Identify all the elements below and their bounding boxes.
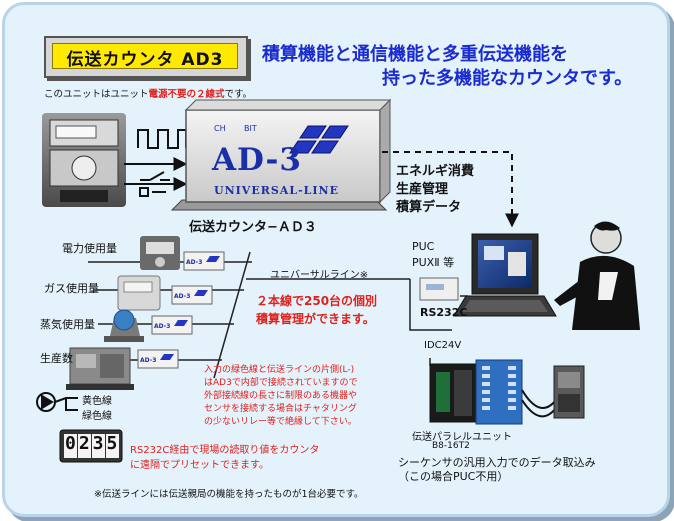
function-production: 生産管理 bbox=[396, 182, 449, 197]
parallel-unit-name: 伝送パラレルユニット bbox=[412, 432, 512, 443]
lamp-symbol-icon bbox=[36, 392, 78, 412]
parallel-unit-paren: （この場合PUC不用） bbox=[398, 470, 509, 483]
input-electricity: 電力使用量 bbox=[62, 242, 117, 255]
operator-image bbox=[554, 221, 640, 330]
title-badge-text: 伝送カウンタ AD3 bbox=[66, 50, 224, 70]
power-meter-image bbox=[140, 236, 180, 270]
gas-meter-image bbox=[117, 275, 161, 311]
function-energy: エネルギ消費 bbox=[396, 164, 475, 179]
plc-sequencer-image bbox=[429, 363, 477, 423]
universal-line-label: ユニバーサルライン※ bbox=[270, 270, 369, 281]
headline-line1: 積算機能と通信機能と多重伝送機能を bbox=[262, 44, 568, 65]
laptop-image bbox=[453, 233, 557, 317]
sequencer-module-image bbox=[553, 365, 585, 419]
red-note-2-line4: センサを接続する場合はチャタリング bbox=[204, 404, 357, 414]
input-gas: ガス使用量 bbox=[44, 282, 99, 295]
dc24v-label: ⅠDC24V bbox=[424, 340, 462, 351]
digital-counter-image bbox=[59, 429, 123, 463]
subnote-post: です。 bbox=[224, 89, 253, 100]
contact-switch-icon bbox=[139, 171, 170, 197]
red-note-2-line2: はAD3で内部で接続されていますので bbox=[204, 378, 358, 388]
red-note-2-line1: 入力の緑色線と伝送ラインの片側(L-) bbox=[204, 365, 355, 375]
red-note-3-line2: に遠隔でプリセットできます。 bbox=[130, 460, 269, 471]
red-note-1-line1: ２本線で250台の個別 bbox=[256, 294, 378, 308]
parallel-unit-model: B8-16T2 bbox=[432, 441, 470, 451]
pc-label-puc: PUC bbox=[412, 240, 435, 253]
device-series-text: UNIVERSAL-LINE bbox=[214, 184, 339, 197]
counter-digits: 0235 bbox=[65, 433, 121, 454]
mini-device-label-4: AD-3 bbox=[140, 357, 157, 364]
input-production-count: 生産数 bbox=[40, 352, 73, 365]
lamp-wire-yellow: 黄色線 bbox=[82, 396, 112, 407]
footnote: ※伝送ラインには伝送親局の機能を持ったものが1台必要です。 bbox=[94, 489, 364, 500]
function-data: 積算データ bbox=[396, 200, 462, 215]
mini-ad3-units bbox=[137, 251, 225, 369]
pulse-signal-icon bbox=[137, 129, 187, 149]
parallel-unit-image bbox=[475, 359, 557, 425]
production-machine-image bbox=[66, 347, 134, 390]
subnote-red: 電源不要の２線式 bbox=[148, 89, 225, 100]
lamp-wire-green: 緑色線 bbox=[82, 411, 112, 422]
pc-label-pux: PUXⅡ 等 bbox=[412, 256, 455, 269]
red-note-2-line3: 外部接続線の長さに制限のある機器や bbox=[204, 391, 358, 401]
watt-hour-meter-image bbox=[42, 113, 126, 207]
red-note-1-line2: 積算管理ができます。 bbox=[256, 312, 375, 326]
subnote-pre: このユニットはユニット bbox=[44, 89, 149, 100]
mini-device-label-2: AD-3 bbox=[174, 293, 191, 300]
subnote: このユニットはユニット電源不要の２線式です。 bbox=[44, 86, 252, 100]
device-model-text: AD-3 bbox=[212, 142, 302, 178]
title-badge: 伝送カウンタ AD3 bbox=[44, 36, 248, 78]
title-badge-inner: 伝送カウンタ AD3 bbox=[52, 43, 238, 70]
ad3-device-image bbox=[170, 98, 392, 211]
mini-device-label-3: AD-3 bbox=[154, 323, 171, 330]
mini-device-label-1: AD-3 bbox=[186, 259, 203, 266]
device-bit-label: BIT bbox=[244, 124, 257, 133]
device-caption: 伝送カウンタ−ＡＤ３ bbox=[189, 220, 317, 235]
red-note-2-line5: の少ないリレー等で絶縁して下さい。 bbox=[204, 417, 357, 427]
steam-meter-image bbox=[104, 309, 144, 342]
puc-converter-image bbox=[419, 277, 459, 301]
device-ch-label: CH bbox=[214, 124, 226, 133]
input-steam: 蒸気使用量 bbox=[40, 318, 95, 331]
headline-line2: 持った多機能なカウンタです。 bbox=[382, 68, 633, 89]
pc-label-rs232c: RS232C bbox=[420, 306, 468, 319]
red-note-3-line1: RS232C経由で現場の読取り値をカウンタ bbox=[130, 445, 320, 456]
parallel-unit-desc: シーケンサの汎用入力でのデータ取込み bbox=[398, 456, 596, 469]
